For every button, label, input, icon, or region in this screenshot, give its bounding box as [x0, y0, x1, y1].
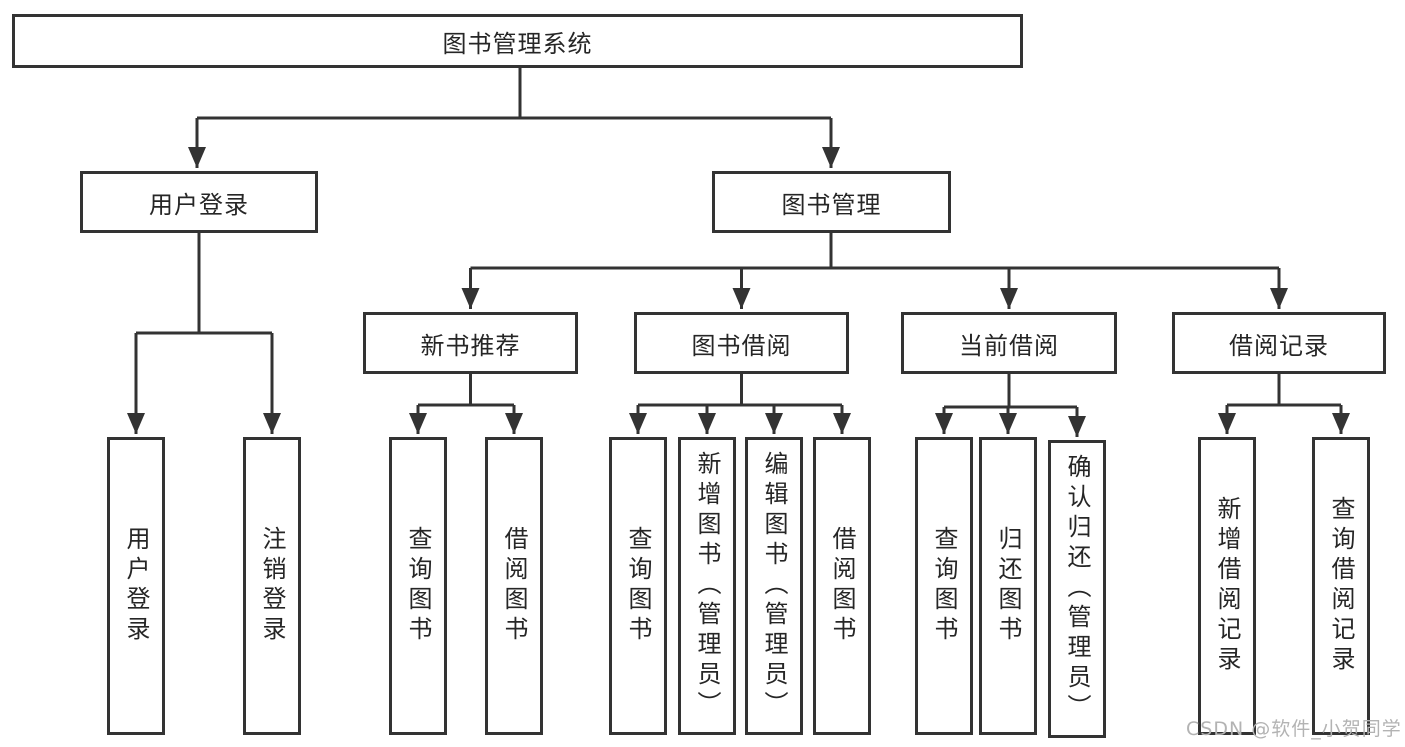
node-root-label: 图书管理系统	[442, 29, 593, 58]
node-module-borrow-record: 借阅记录	[1172, 312, 1386, 374]
leaf-label: 查询图书	[404, 526, 432, 646]
node-user-login: 用户登录	[80, 171, 318, 233]
leaf-current-return-book: 归还图书	[979, 437, 1037, 735]
leaf-label: 查询图书	[624, 526, 652, 646]
leaf-label: 编辑图书（管理员）	[760, 451, 788, 721]
leaf-label: 借阅图书	[828, 526, 856, 646]
leaf-label: 借阅图书	[500, 526, 528, 646]
leaf-label: 归还图书	[994, 526, 1022, 646]
module-label: 当前借阅	[959, 331, 1059, 360]
module-label: 借阅记录	[1229, 331, 1329, 360]
leaf-user-login: 用户登录	[107, 437, 165, 735]
leaf-label: 查询图书	[930, 526, 958, 646]
leaf-label: 新增图书（管理员）	[693, 451, 721, 721]
leaf-label: 查询借阅记录	[1327, 496, 1355, 676]
leaf-current-confirm-return-admin: 确认归还（管理员）	[1048, 440, 1106, 738]
leaf-borrow-borrow-book: 借阅图书	[813, 437, 871, 735]
leaf-label: 注销登录	[258, 526, 286, 646]
leaf-label: 新增借阅记录	[1213, 496, 1241, 676]
module-label: 图书借阅	[691, 331, 792, 360]
node-root-library-system: 图书管理系统	[12, 14, 1023, 68]
csdn-watermark: CSDN @软件_小贺同学	[1186, 718, 1402, 740]
leaf-label: 用户登录	[122, 526, 150, 646]
node-user-login-label: 用户登录	[149, 190, 249, 219]
leaf-record-query-borrow-record: 查询借阅记录	[1312, 437, 1370, 735]
node-module-new-book-recommend: 新书推荐	[363, 312, 578, 374]
leaf-current-query-book: 查询图书	[915, 437, 973, 735]
leaf-borrow-query-book: 查询图书	[609, 437, 667, 735]
leaf-borrow-edit-book-admin: 编辑图书（管理员）	[745, 437, 803, 735]
leaf-newbook-borrow-book: 借阅图书	[485, 437, 543, 735]
module-label: 新书推荐	[420, 331, 521, 360]
leaf-logout: 注销登录	[243, 437, 301, 735]
node-module-current-borrow: 当前借阅	[901, 312, 1117, 374]
node-module-book-borrow: 图书借阅	[634, 312, 849, 374]
leaf-record-add-borrow-record: 新增借阅记录	[1198, 437, 1256, 735]
leaf-label: 确认归还（管理员）	[1063, 454, 1091, 724]
leaf-newbook-query-book: 查询图书	[389, 437, 447, 735]
node-book-management: 图书管理	[712, 171, 951, 233]
leaf-borrow-add-book-admin: 新增图书（管理员）	[678, 437, 736, 735]
node-book-management-label: 图书管理	[781, 190, 882, 219]
